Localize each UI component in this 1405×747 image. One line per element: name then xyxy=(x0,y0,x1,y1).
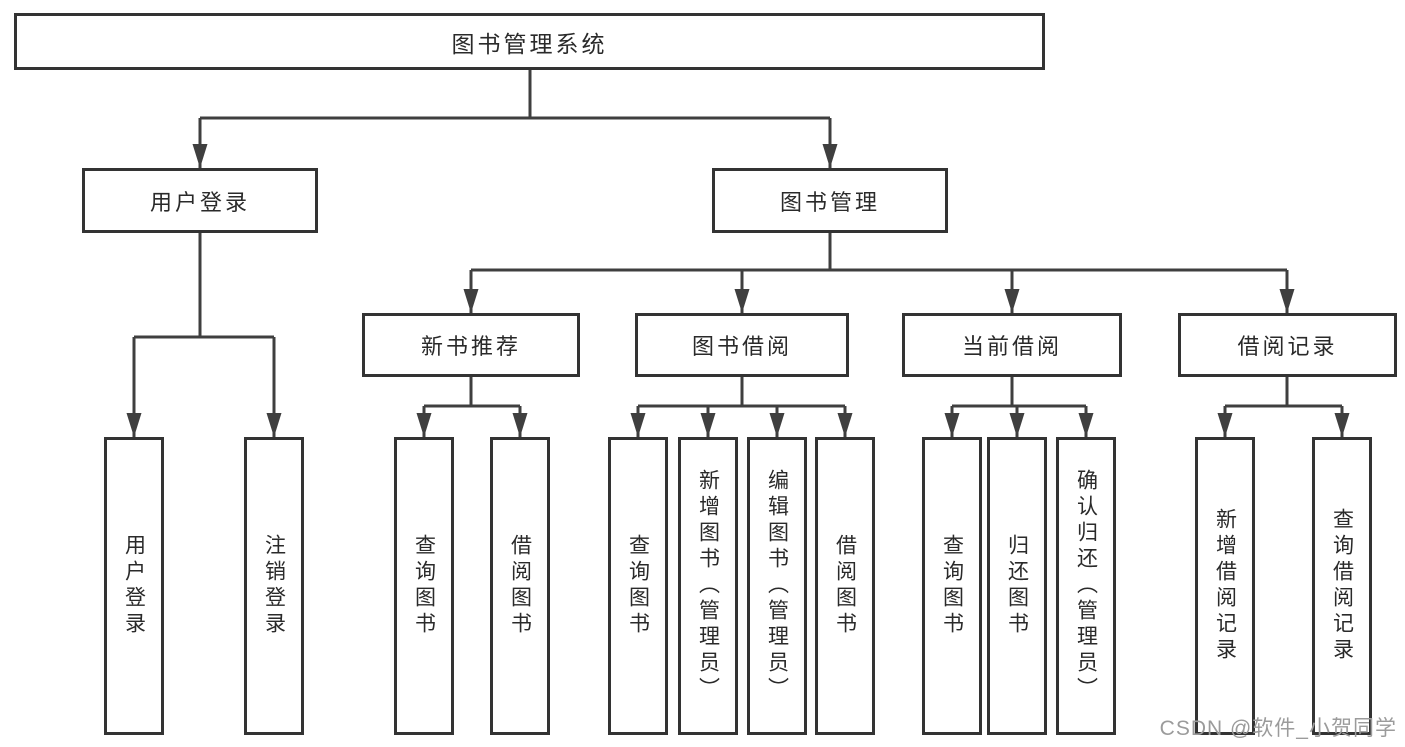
leaf-query-books-recommend: 查询图书 xyxy=(394,437,454,735)
node-book-management: 图书管理 xyxy=(712,168,948,233)
leaf-borrow-books: 借阅图书 xyxy=(815,437,875,735)
node-label: 查询图书 xyxy=(940,534,964,638)
node-borrowing-records: 借阅记录 xyxy=(1178,313,1397,377)
node-label: 编辑图书（管理员） xyxy=(765,469,789,703)
connector-new-books-children xyxy=(416,377,528,437)
node-label: 用户登录 xyxy=(122,534,146,638)
node-label: 借阅图书 xyxy=(508,534,532,638)
node-label: 新增借阅记录 xyxy=(1213,508,1237,664)
node-current-borrowing: 当前借阅 xyxy=(902,313,1122,377)
leaf-confirm-return-admin: 确认归还（管理员） xyxy=(1056,437,1116,735)
node-label: 当前借阅 xyxy=(961,334,1062,359)
leaf-query-books-borrowing: 查询图书 xyxy=(608,437,668,735)
node-label: 用户登录 xyxy=(149,189,250,215)
leaf-query-books-current: 查询图书 xyxy=(922,437,982,735)
connector-book-mgmt-children xyxy=(463,233,1295,313)
connector-cur-borrow-children xyxy=(944,377,1094,437)
node-label: 注销登录 xyxy=(262,534,286,638)
node-book-borrowing: 图书借阅 xyxy=(635,313,849,377)
node-label: 新增图书（管理员） xyxy=(696,469,720,703)
node-user-login: 用户登录 xyxy=(82,168,318,233)
leaf-user-login: 用户登录 xyxy=(104,437,164,735)
node-library-management-system: 图书管理系统 xyxy=(14,13,1045,70)
node-label: 查询图书 xyxy=(412,534,436,638)
leaf-add-books-admin: 新增图书（管理员） xyxy=(678,437,738,735)
connector-user-login-children xyxy=(126,233,282,437)
leaf-return-books: 归还图书 xyxy=(987,437,1047,735)
node-label: 图书管理系统 xyxy=(451,30,608,57)
leaf-edit-books-admin: 编辑图书（管理员） xyxy=(747,437,807,735)
node-label: 查询图书 xyxy=(626,534,650,638)
node-new-book-recommend: 新书推荐 xyxy=(362,313,580,377)
connector-book-borrow-children xyxy=(630,377,853,437)
node-label: 查询借阅记录 xyxy=(1330,508,1354,664)
leaf-borrow-books-recommend: 借阅图书 xyxy=(490,437,550,735)
node-label: 借阅图书 xyxy=(833,534,857,638)
node-label: 确认归还（管理员） xyxy=(1074,469,1098,703)
connector-borrow-rec-children xyxy=(1217,377,1350,437)
node-label: 借阅记录 xyxy=(1237,334,1338,359)
connector-root-to-level1 xyxy=(192,70,838,168)
leaf-logout: 注销登录 xyxy=(244,437,304,735)
node-label: 图书借阅 xyxy=(691,334,792,359)
node-label: 新书推荐 xyxy=(420,334,521,359)
node-label: 图书管理 xyxy=(779,189,880,215)
csdn-watermark: CSDN @软件_小贺同学 xyxy=(1159,717,1397,740)
node-label: 归还图书 xyxy=(1005,534,1029,638)
leaf-query-borrow-record: 查询借阅记录 xyxy=(1312,437,1372,735)
leaf-add-borrow-record: 新增借阅记录 xyxy=(1195,437,1255,735)
